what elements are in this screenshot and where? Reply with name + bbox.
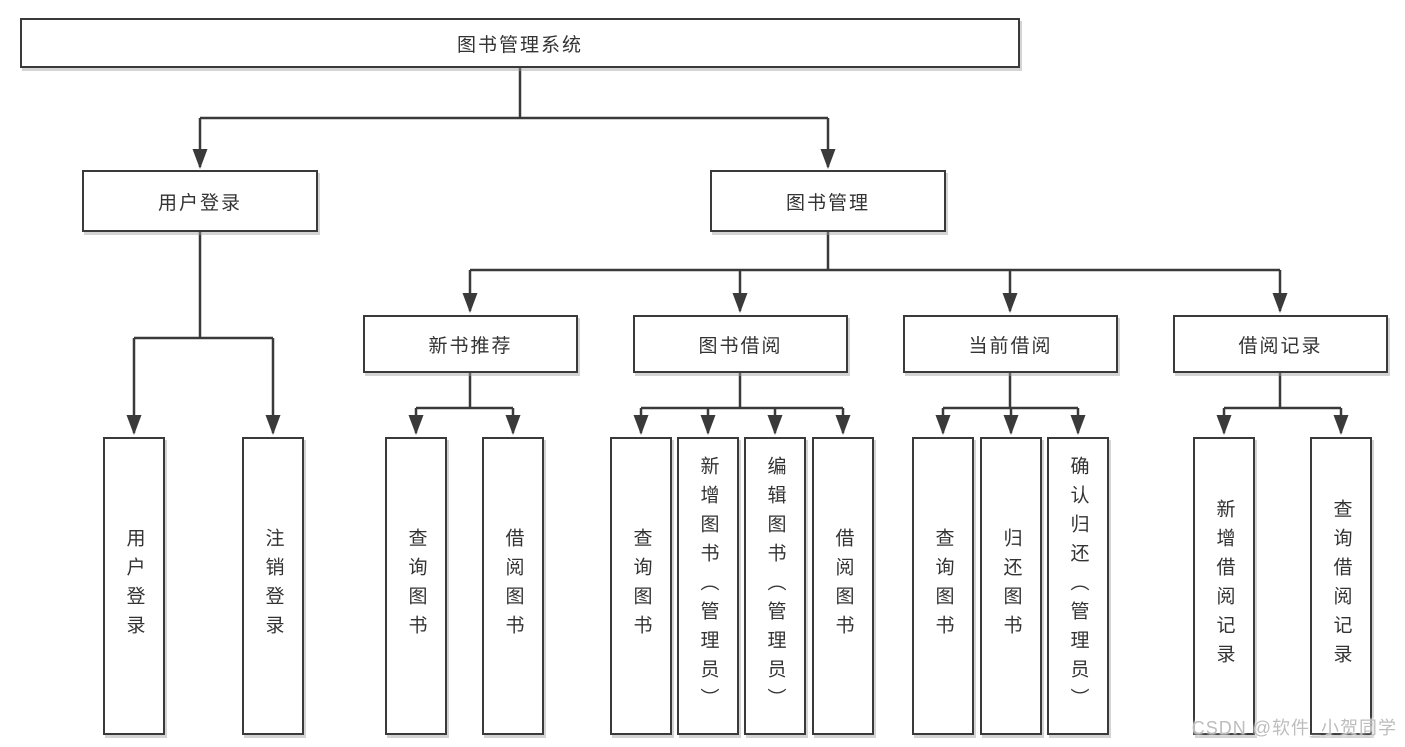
leaf-current-confirm-return-admin: 确认归还（管理员）: [1047, 437, 1109, 735]
leaf-borrow-query-book: 查询图书: [610, 437, 672, 735]
leaf-logout: 注销登录: [242, 437, 304, 735]
node-new-book-recommend: 新书推荐: [363, 315, 578, 373]
connector-current-borrow-children: [935, 373, 1086, 435]
node-borrow-record: 借阅记录: [1173, 315, 1388, 373]
node-user-login: 用户登录: [82, 170, 318, 232]
leaf-borrow-edit-book-admin: 编辑图书（管理员）: [744, 437, 806, 735]
connector-root-to-level2: [192, 68, 836, 169]
node-book-management: 图书管理: [710, 170, 946, 232]
node-book-borrow: 图书借阅: [633, 315, 848, 373]
leaf-borrow-borrow-book: 借阅图书: [812, 437, 874, 735]
connector-borrow-children: [633, 373, 851, 435]
csdn-watermark: CSDN @软件_小贺同学: [1191, 718, 1397, 738]
connector-book-management-children: [462, 232, 1288, 313]
connector-recommend-children: [408, 373, 521, 435]
connector-borrow-record-children: [1216, 373, 1349, 435]
leaf-current-return-book: 归还图书: [980, 437, 1042, 735]
node-root-system: 图书管理系统: [20, 18, 1020, 68]
leaf-recommend-borrow-book: 借阅图书: [482, 437, 544, 735]
leaf-current-query-book: 查询图书: [912, 437, 974, 735]
leaf-recommend-query-book: 查询图书: [385, 437, 447, 735]
connector-user-login-children: [126, 232, 281, 435]
leaf-user-login: 用户登录: [103, 437, 165, 735]
leaf-borrow-add-book-admin: 新增图书（管理员）: [677, 437, 739, 735]
leaf-record-query: 查询借阅记录: [1310, 437, 1372, 735]
node-current-borrow: 当前借阅: [903, 315, 1118, 373]
leaf-record-add: 新增借阅记录: [1193, 437, 1255, 735]
